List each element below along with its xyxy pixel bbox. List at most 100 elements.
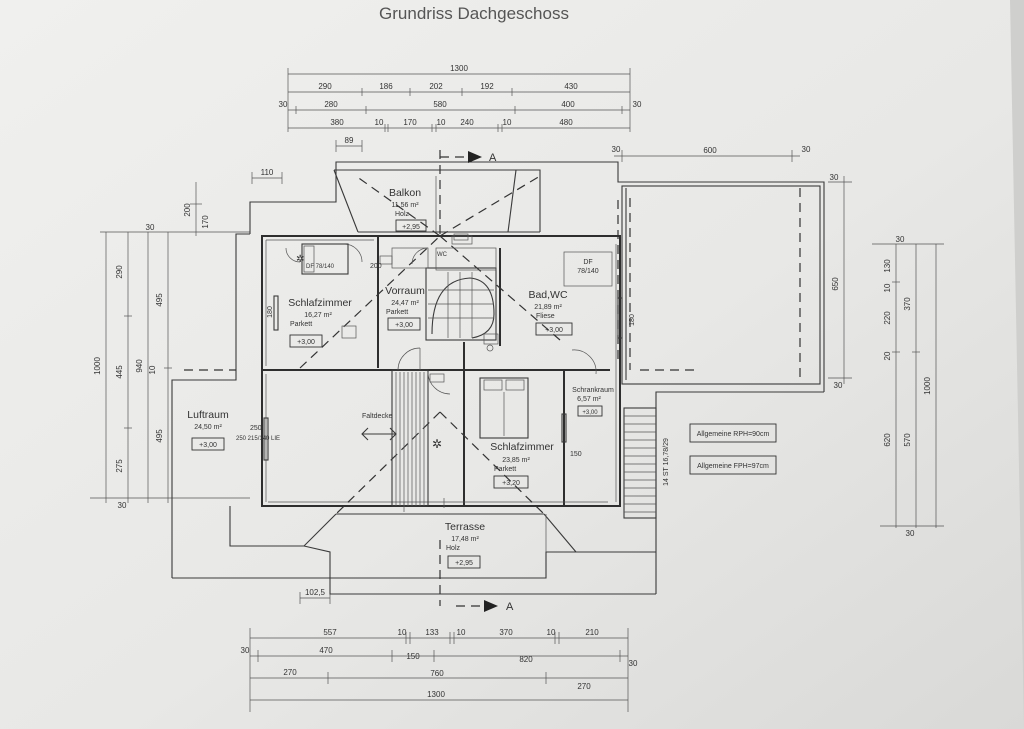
dim-left-170: 170: [201, 215, 210, 229]
dim-102-5: 102,5: [305, 588, 326, 597]
room-level: +3,00: [545, 327, 563, 334]
balcony-structure: [333, 169, 541, 233]
svg-text:A: A: [489, 152, 497, 164]
legend-rph: Allgemeine RPH=90cm: [689, 423, 777, 443]
dim-bottom-r2-5: 30: [629, 659, 638, 668]
room-level: +3,00: [395, 322, 413, 329]
room-floor: Parkett: [386, 309, 408, 316]
room-floor: Holz: [395, 211, 410, 218]
dim-bottom-r1-3: 133: [425, 628, 439, 637]
legend-fph: Allgemeine FPH=97cm: [689, 455, 777, 475]
room-area: 24,47 m²: [391, 300, 419, 307]
top-small-dims: 89 110 600 30 30: [251, 136, 811, 184]
dashed-roof-lines: [184, 150, 801, 606]
spiral-staircase: [425, 267, 497, 341]
roof-overhang-outline: [171, 161, 825, 595]
dim-left-445: 445: [115, 365, 124, 379]
dim-right-1000: 1000: [923, 377, 932, 395]
dim-top-r3-6: 10: [503, 118, 512, 127]
room-area: 24,50 m²: [194, 424, 222, 431]
room-level: +3,20: [502, 480, 520, 487]
room-name: Luftraum: [187, 409, 229, 421]
svg-text:180: 180: [629, 314, 636, 326]
dim-top-r1-5: 430: [564, 82, 578, 91]
room-level: +2,95: [455, 560, 473, 567]
dim-left-290: 290: [115, 265, 124, 279]
dim-top-r3-5: 240: [460, 118, 474, 127]
dim-right-30-c: 30: [830, 173, 839, 182]
room-area: 23,85 m²: [502, 457, 530, 464]
dim-bottom-r2-1: 30: [241, 646, 250, 655]
room-level: +3,00: [582, 410, 598, 416]
desk-chair: [341, 325, 357, 339]
room-name: Schlafzimmer: [490, 441, 554, 453]
dim-bottom-r1-6: 10: [547, 628, 556, 637]
bed-room2: [479, 377, 529, 439]
dim-right-30-a: 30: [896, 235, 905, 244]
dim-top-r3-3: 170: [403, 118, 417, 127]
faltdecke-arrow: [361, 427, 397, 441]
roof-window-label: DF: [583, 259, 592, 266]
dim-right-370: 370: [903, 297, 912, 311]
exterior-staircase: [623, 407, 657, 519]
dim-top-r2-2: 280: [324, 100, 338, 109]
dim-top-total: 1300: [450, 64, 468, 73]
dim-bottom-total: 1300: [427, 690, 445, 699]
dim-top-r3-1: 380: [330, 118, 344, 127]
dim-top-r1-1: 290: [318, 82, 332, 91]
dim-right-570: 570: [903, 433, 912, 447]
legend-fph-text: Allgemeine FPH=97cm: [697, 463, 769, 470]
dim-left-495-b: 495: [155, 429, 164, 443]
dim-top-r3-4: 10: [437, 118, 446, 127]
dim-right-10: 10: [883, 283, 892, 292]
room-area: 16,27 m²: [304, 312, 332, 319]
dim-left-30-b: 30: [118, 501, 127, 510]
dim-bottom-r1-5: 370: [499, 628, 513, 637]
left-dimension-lines: [90, 182, 250, 503]
room-schlafzimmer-2: Schlafzimmer 23,85 m² Parkett +3,20: [490, 441, 554, 489]
room-level: +2,95: [402, 224, 420, 231]
dim-left-30-a: 30: [146, 223, 155, 232]
section-markers: A A: [440, 151, 514, 613]
room-floor: Parkett: [494, 466, 516, 473]
dim-bottom-r2-2: 470: [319, 646, 333, 655]
wc-label: WC: [437, 252, 448, 258]
room-floor: Parkett: [290, 321, 312, 328]
dim-left-1000: 1000: [93, 357, 102, 375]
exterior-walls: [261, 235, 621, 507]
room-floor: Fliese: [536, 313, 555, 320]
dim-110: 110: [261, 168, 274, 177]
windows: [263, 295, 623, 461]
dim-left-940: 940: [135, 359, 144, 373]
svg-text:200: 200: [370, 263, 382, 270]
interior-dimensions: 180 180 150 200 250: [250, 263, 636, 458]
dim-top-r1-2: 186: [379, 82, 393, 91]
room-area: 21,89 m²: [534, 304, 562, 311]
right-dimension-lines: [828, 176, 944, 528]
room-name: Terrasse: [445, 521, 485, 533]
svg-text:150: 150: [570, 451, 582, 458]
room-name: Balkon: [389, 187, 421, 199]
dim-left-495-a: 495: [155, 293, 164, 307]
dim-top-r3-7: 480: [559, 118, 573, 127]
dim-bottom-r1-4: 10: [457, 628, 466, 637]
dim-right-130: 130: [883, 259, 892, 273]
top-dimension-values: 1300 290 186 202 192 430 30 280 580 400 …: [279, 64, 642, 127]
dim-right-650: 650: [831, 277, 840, 291]
dim-bottom-r3-1: 270: [283, 668, 297, 677]
dim-left-10: 10: [148, 365, 157, 374]
window-note: 250 215/140 LIE: [236, 436, 280, 442]
dim-30-a: 30: [612, 145, 621, 154]
room-luftraum: Luftraum 24,50 m² +3,00: [187, 409, 229, 451]
dim-bottom-r3-3: 270: [577, 682, 591, 691]
bottom-dimension-lines: [249, 592, 629, 712]
roof-window-small: DF 78/140: [306, 264, 335, 270]
dim-right-220: 220: [883, 311, 892, 325]
room-schrankraum: Schrankraum 6,57 m² +3,00: [572, 387, 614, 417]
room-vorraum: Vorraum 24,47 m² Parkett +3,00: [385, 285, 425, 331]
dim-left-275: 275: [115, 459, 124, 473]
dim-right-20: 20: [883, 351, 892, 360]
dim-600: 600: [703, 146, 717, 155]
room-level: +3,00: [199, 442, 217, 449]
